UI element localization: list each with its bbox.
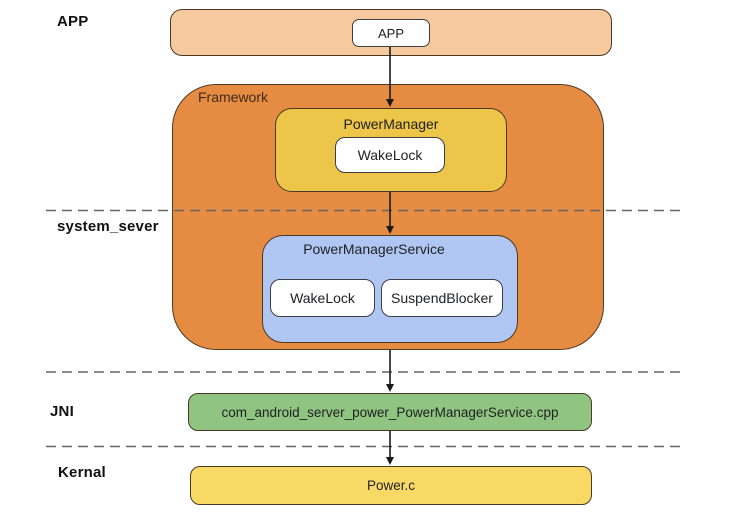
- framework-label: Framework: [198, 89, 269, 105]
- power-manager-title: PowerManager: [343, 116, 439, 132]
- arrow-jni-to-kernel: [386, 431, 394, 465]
- power-manager-service-title: PowerManagerService: [303, 241, 445, 257]
- pms-suspendblocker-node: SuspendBlocker: [381, 279, 503, 317]
- jni-file-node: com_android_server_power_PowerManagerSer…: [188, 393, 592, 431]
- app-node: APP: [352, 19, 430, 47]
- pms-wakelock-node: WakeLock: [270, 279, 375, 317]
- power-manager-wakelock-node: WakeLock: [335, 137, 445, 173]
- arrow-framework-to-jni: [386, 350, 394, 392]
- layer-label-jni: JNI: [50, 403, 74, 420]
- layer-label-system-server: system_sever: [57, 218, 159, 235]
- layer-label-kernel: Kernal: [58, 464, 106, 481]
- layer-label-app: APP: [57, 13, 89, 30]
- kernel-file-node: Power.c: [190, 466, 592, 505]
